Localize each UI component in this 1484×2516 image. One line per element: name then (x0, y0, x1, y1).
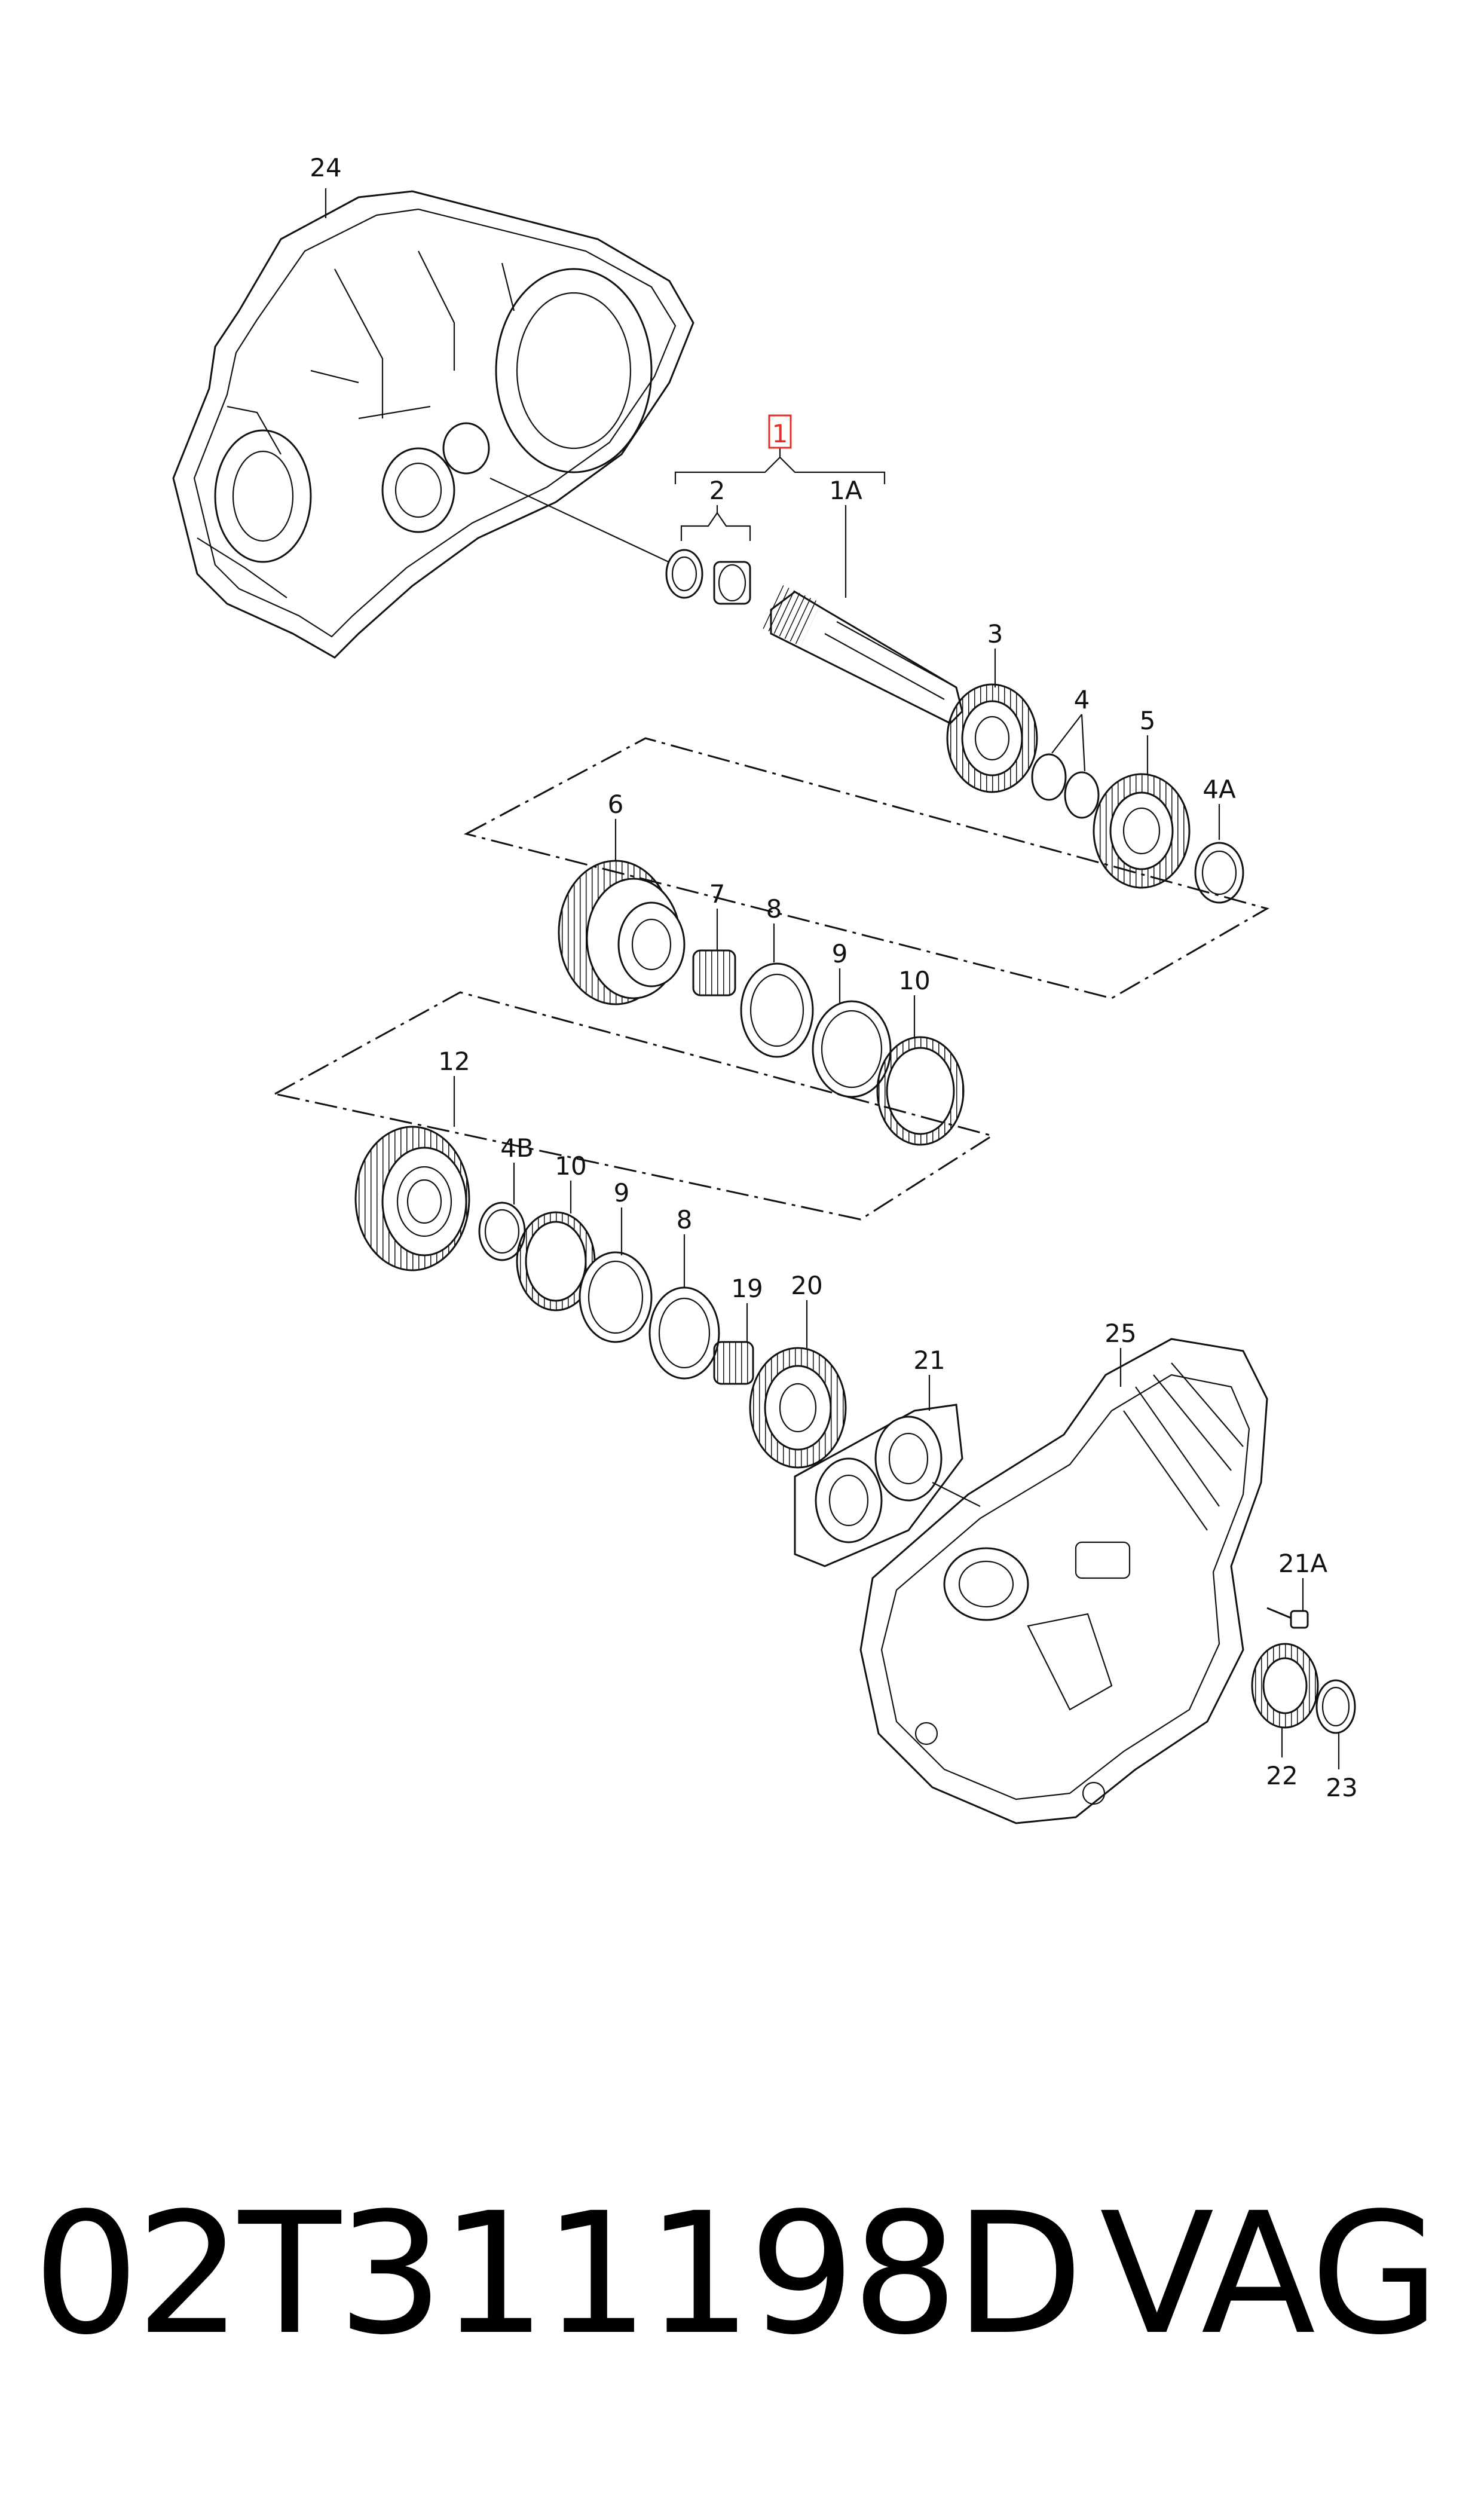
callout-3: 3 (987, 619, 1003, 649)
needle-bearing-7 (692, 949, 736, 996)
gear-12 (354, 1126, 470, 1271)
callout-labels: 24 1 2 1A 3 4 5 4A 6 7 8 9 10 12 4B 10 9… (310, 153, 1357, 1802)
shaft-alignment-line (489, 478, 682, 568)
callout-8-lower: 8 (677, 1205, 693, 1234)
callout-4B: 4B (500, 1133, 534, 1163)
callout-20: 20 (791, 1271, 822, 1300)
circlip-2 (665, 549, 703, 599)
highlight-box (768, 414, 792, 449)
part-number: 02T311198D (33, 2177, 1084, 2372)
callout-1: 1 (772, 419, 788, 448)
gear-6 (558, 860, 686, 1005)
callout-2: 2 (709, 476, 726, 505)
synchro-ring-10a (876, 1036, 965, 1146)
synchro-cone-9b (579, 1251, 653, 1343)
retaining-ring-4 (1031, 753, 1100, 819)
circlip-23 (1315, 1679, 1356, 1734)
gear-3 (946, 683, 1038, 793)
bearing-plate-21 (794, 1404, 963, 1567)
assembly-outline-upper (463, 737, 1269, 999)
gear-5 (1093, 773, 1191, 889)
needle-bearing-19 (713, 1341, 754, 1385)
plate-alignment-line (932, 1482, 981, 1507)
input-shaft-1A (763, 585, 963, 724)
callout-9-upper: 9 (832, 939, 848, 968)
caption-bar: 02T311198D VAG (0, 2176, 1484, 2373)
synchro-ring-8a (740, 962, 814, 1058)
needle-bearing-2 (713, 561, 751, 605)
callout-4A: 4A (1203, 775, 1236, 804)
callout-8-upper: 8 (766, 894, 782, 924)
callout-5: 5 (1140, 706, 1156, 735)
transmission-housing-24 (172, 190, 694, 659)
callout-10-lower: 10 (555, 1151, 586, 1181)
callout-7: 7 (709, 879, 726, 909)
callout-9-lower: 9 (614, 1178, 630, 1207)
gear-22 (1251, 1643, 1319, 1729)
synchro-cone-9a (812, 1000, 892, 1098)
brand-label: VAG (1100, 2177, 1440, 2372)
callout-19: 19 (731, 1274, 763, 1303)
callout-21: 21 (913, 1346, 945, 1375)
callout-10-upper: 10 (898, 966, 930, 995)
callout-leaders (325, 188, 1340, 1769)
gear-20 (749, 1347, 847, 1469)
callout-1A: 1A (829, 476, 862, 505)
callout-12: 12 (438, 1047, 470, 1076)
diagram-canvas: 24 1 2 1A 3 4 5 4A 6 7 8 9 10 12 4B 10 9… (172, 153, 1358, 1824)
callout-23: 23 (1326, 1773, 1357, 1802)
circlip-4A (1194, 842, 1244, 904)
synchro-ring-10b (516, 1211, 596, 1312)
callout-4: 4 (1074, 685, 1090, 714)
assembly-outline-lower (272, 991, 995, 1221)
callout-6: 6 (608, 790, 624, 819)
bolt-21A (1266, 1607, 1309, 1629)
synchro-ring-8b (648, 1286, 720, 1380)
callout-24: 24 (310, 153, 341, 182)
callout-22: 22 (1266, 1761, 1298, 1790)
gearbox-housing-25 (859, 1338, 1268, 1824)
callout-25: 25 (1104, 1319, 1136, 1348)
callout-21A: 21A (1278, 1549, 1327, 1578)
